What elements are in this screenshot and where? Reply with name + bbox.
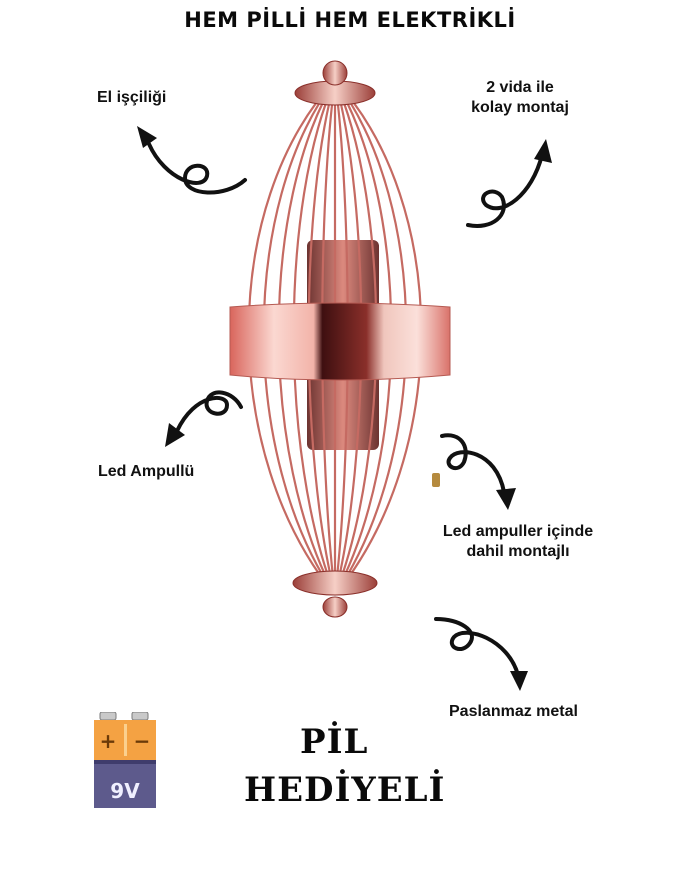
label-handmade: El işçiliği: [97, 89, 167, 106]
label-led-included-line1: Led ampuller içinde: [442, 523, 594, 540]
curved-arrow-icon: [165, 390, 243, 447]
wall-lamp-image: [229, 60, 451, 618]
curved-arrow-icon: [137, 126, 247, 195]
battery-voltage: 9V: [110, 779, 140, 803]
gift-line2: HEDİYELİ: [244, 770, 446, 810]
curved-arrow-icon: [466, 139, 552, 228]
battery-9v-icon: + − 9V: [94, 712, 156, 808]
label-led: Led Ampullü: [98, 463, 195, 480]
gift-line1: PİL: [300, 722, 369, 762]
page-title: HEM PİLLİ HEM ELEKTRİKLİ: [184, 8, 516, 32]
label-led-included-line2: dahil montajlı: [466, 543, 570, 560]
curved-arrow-icon: [434, 617, 528, 691]
battery-minus: −: [134, 729, 151, 753]
curved-arrow-icon: [440, 433, 516, 510]
battery-plus: +: [100, 729, 117, 753]
label-stainless: Paslanmaz metal: [449, 703, 578, 720]
label-led-included: Led ampuller içinde dahil montajlı: [418, 522, 618, 562]
label-easy-mount-line2: kolay montaj: [471, 99, 569, 116]
label-easy-mount: 2 vida ile kolay montaj: [455, 78, 585, 118]
label-easy-mount-line1: 2 vida ile: [486, 79, 554, 96]
